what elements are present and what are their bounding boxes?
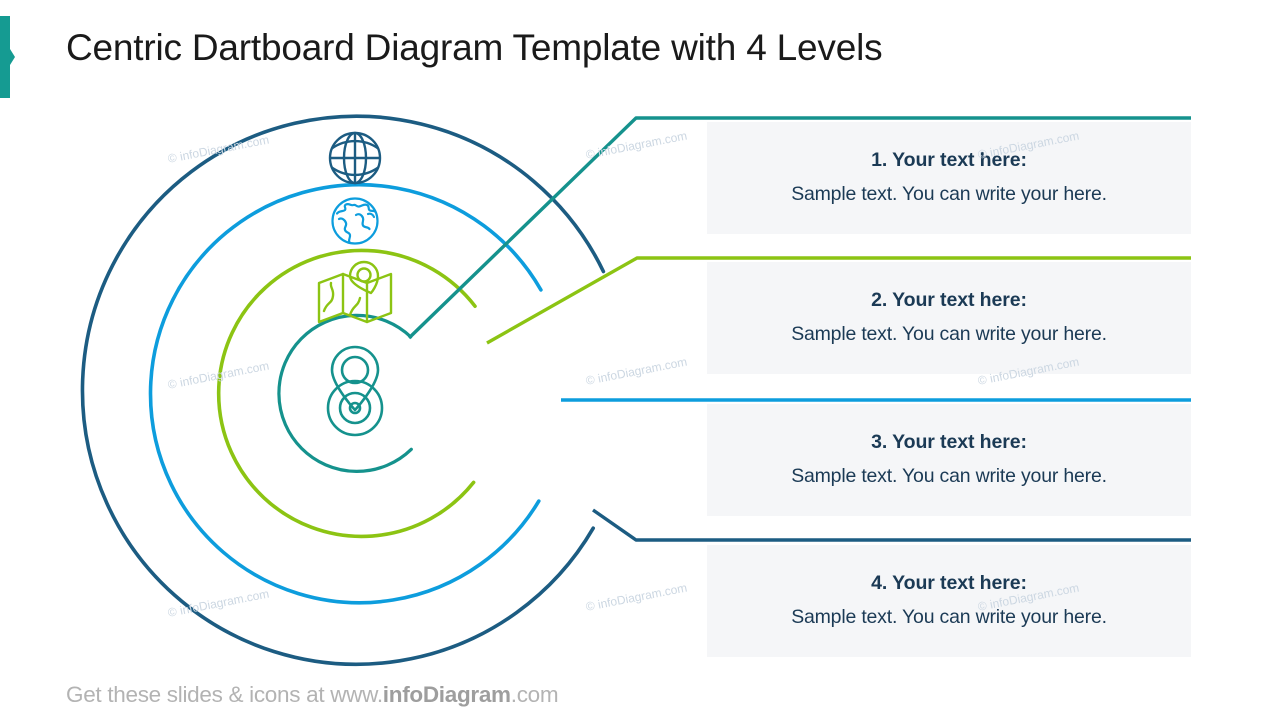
footer: Get these slides & icons at www.infoDiag…: [66, 682, 559, 708]
footer-prefix: Get these slides & icons at www.: [66, 682, 383, 707]
footer-suffix: .com: [510, 682, 559, 707]
watermark: © infoDiagram.com: [584, 128, 689, 162]
text-box-2[interactable]: 2. Your text here: Sample text. You can …: [707, 262, 1191, 374]
watermark: © infoDiagram.com: [584, 354, 689, 388]
earth-world-icon: [331, 197, 379, 245]
map-pin-target-icon: [326, 345, 384, 437]
ring-4-arc: [277, 313, 413, 473]
watermark: © infoDiagram.com: [166, 358, 271, 392]
footer-brand: infoDiagram: [382, 682, 511, 707]
watermark: © infoDiagram.com: [584, 580, 689, 614]
page-title: Centric Dartboard Diagram Template with …: [66, 27, 883, 68]
watermark: © infoDiagram.com: [166, 586, 271, 620]
box-4-title: 4. Your text here:: [871, 572, 1027, 594]
box-2-title: 2. Your text here:: [871, 289, 1027, 311]
watermark: © infoDiagram.com: [166, 132, 271, 166]
accent-bar: [0, 16, 15, 98]
ring-2-arc: [148, 182, 543, 605]
text-box-4[interactable]: 4. Your text here: Sample text. You can …: [707, 545, 1191, 657]
globe-grid-icon: [328, 131, 382, 185]
box-1-title: 1. Your text here:: [871, 149, 1027, 171]
folded-map-pin-icon: [317, 260, 393, 324]
box-1-body: Sample text. You can write your here.: [791, 183, 1107, 205]
box-4-body: Sample text. You can write your here.: [791, 606, 1107, 628]
box-3-title: 3. Your text here:: [871, 431, 1027, 453]
ring-1-arc: [80, 114, 606, 667]
ring-3-arc: [216, 248, 477, 539]
text-box-1[interactable]: 1. Your text here: Sample text. You can …: [707, 122, 1191, 234]
box-3-body: Sample text. You can write your here.: [791, 465, 1107, 487]
box-2-body: Sample text. You can write your here.: [791, 323, 1107, 345]
text-box-3[interactable]: 3. Your text here: Sample text. You can …: [707, 404, 1191, 516]
